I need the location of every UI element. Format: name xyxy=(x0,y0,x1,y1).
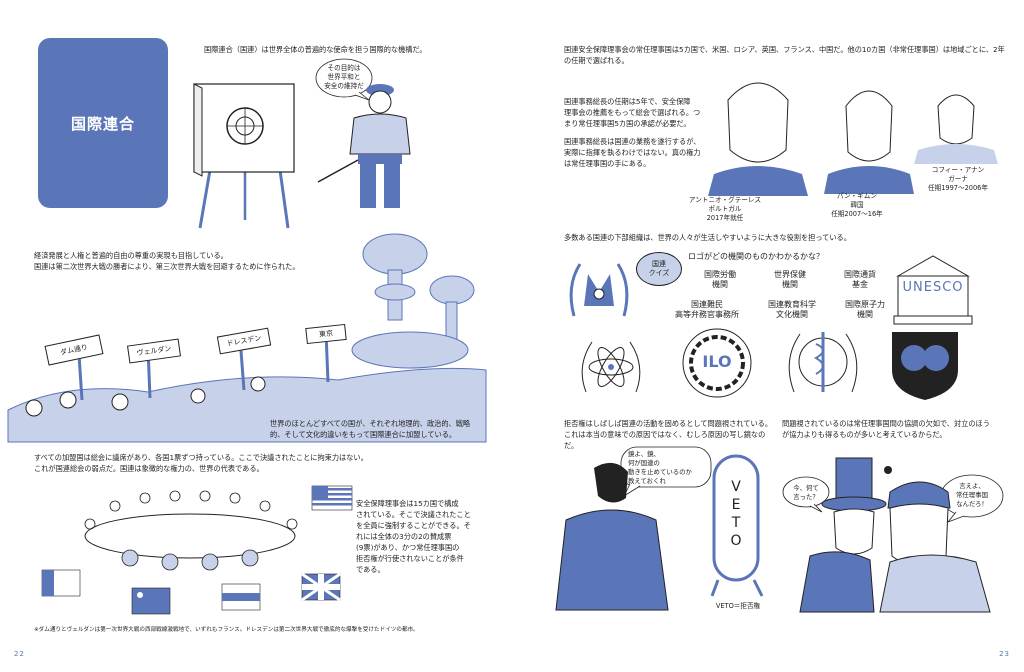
unhcr-logo-icon xyxy=(569,263,629,317)
flag-russia xyxy=(221,583,261,611)
imf-logo-icon xyxy=(892,332,958,400)
page-number-left: 22 xyxy=(14,650,25,658)
caption-ban: パン・ギムン 韓国 任期2007〜16年 xyxy=(831,192,883,218)
page-title: 国際連合 xyxy=(70,114,135,133)
speech-bubble-russian xyxy=(940,474,1004,523)
caption-annan: コフィー・アナン ガーナ 任期1997〜2006年 xyxy=(928,166,988,192)
portrait-annan xyxy=(914,94,998,164)
page-title-box: 国際連合 xyxy=(38,38,168,208)
veto-text-left: 拒否権はしばしば国連の活動を固めるとして問題視されている。 これは本当の意味での… xyxy=(564,419,773,450)
speech-peace-text: その目的は 世界平和と 安全の維持だ xyxy=(324,64,364,90)
flag-usa xyxy=(311,485,353,511)
speech-bubble-uncle xyxy=(782,476,830,513)
un-flag-easel-illustration xyxy=(193,83,295,229)
page-number-right: 23 xyxy=(999,650,1010,658)
right-page: 国連安全保障理事会の常任理事国は5カ国で、米国、ロシア、英国、フランス、中国だ。… xyxy=(512,0,1024,672)
sg-term-text: 国連事務総長の任期は5年で、安全保障 理事会の推薦をもって総会で選ばれる。つ ま… xyxy=(564,97,701,128)
caption-guterres: アントニオ・グテーレス ポルトガル 2017年就任 xyxy=(688,196,762,222)
quiz-label-unesco: 国連教育科学 文化機関 xyxy=(768,300,816,319)
left-page: 国際連合 国際連合（国連）は世界全体の普遍的な使命を担う国際的な機構だ。 その目… xyxy=(7,38,487,658)
ilo-logo-icon xyxy=(682,328,752,398)
agencies-text: 多数ある国連の下部組織は、世界の人々が生活しやすいように大きな役割を担っている。 xyxy=(564,233,851,242)
quiz-label-ilo: 国際労働 機関 xyxy=(704,270,736,289)
unesco-logo-icon xyxy=(893,255,973,325)
speech-russian-text: 言えよ、 常任理事国 なんだろ！ xyxy=(956,482,988,508)
portrait-guterres xyxy=(708,82,808,196)
mirror-caption: VETO＝拒否権 xyxy=(715,602,761,610)
ilo-logo-text: ILO xyxy=(702,352,732,371)
quiz-label-imf: 国際通貨 基金 xyxy=(844,270,876,289)
assembly-text: すべての加盟国は総会に議席があり、各国1票ずつ持っている。ここで決議されたことに… xyxy=(34,453,368,473)
mirror-illustration xyxy=(710,454,764,597)
footnote: ※ダム通りとヴェルダンは第一次世界大戦の西部戦線激戦地で、いずれもフランス。ドレ… xyxy=(34,627,419,633)
member-states-text: 世界のほとんどすべての国が、それぞれ地理的、政治的、戦略 的、そして文化的違いを… xyxy=(270,419,471,439)
portrait-ban xyxy=(824,90,914,194)
uncle-sam-and-russian-illustration xyxy=(799,457,991,613)
permanent-members-text: 国連安全保障理事会の常任理事国は5カ国で、米国、ロシア、英国、フランス、中国だ。… xyxy=(564,45,1005,65)
security-council-text: 安全保障理事会は15カ国で構成 されている。そこで決議されたこと を全員に強制す… xyxy=(356,499,471,574)
peacekeeper-illustration xyxy=(317,84,411,208)
unesco-logo-text: UNESCO xyxy=(902,280,964,295)
veto-text-right: 問題視されているのは常任理事国間の協調の欠如で、対立のほう が協力よりも得るもの… xyxy=(782,419,990,439)
quiz-label-unhcr: 国連難民 高等弁務官事務所 xyxy=(675,300,739,319)
mirror-veto-text: V E T O xyxy=(730,479,742,549)
sg-role-text: 国連事務総長は国連の業務を遂行するが、 実際に指揮を執るわけではない。真の権力 … xyxy=(564,137,701,168)
flag-uk xyxy=(301,572,341,602)
speech-bubble-mirror xyxy=(620,446,712,498)
man-at-mirror-illustration xyxy=(555,462,669,611)
mushroom-clouds-illustration xyxy=(351,233,475,369)
quiz-label-iaea: 国際原子力 機関 xyxy=(845,300,885,319)
quiz-label-who: 世界保健 機関 xyxy=(774,270,806,289)
quiz-badge: 国連 クイズ xyxy=(636,252,682,286)
assembly-table-illustration xyxy=(84,490,298,571)
goals-text: 経済発展と人権と普遍的自由の尊重の実現も目指している。 国連は第二次世界大戦の勝… xyxy=(34,251,300,271)
flag-china xyxy=(131,587,171,615)
intro-text: 国際連合（国連）は世界全体の普遍的な使命を担う国際的な機構だ。 xyxy=(204,45,427,54)
who-logo-icon xyxy=(788,332,858,393)
iaea-logo-icon xyxy=(581,341,641,393)
speech-uncle-text: 今、何て 言った？ xyxy=(793,484,819,501)
speech-mirror-text: 鏡よ、鏡、 何が国連の 動きを止めているのか 教えておくれ xyxy=(628,450,692,485)
flag-france xyxy=(41,569,81,597)
quiz-question: ロゴがどの機関のものかわかるかな？ xyxy=(688,252,824,261)
